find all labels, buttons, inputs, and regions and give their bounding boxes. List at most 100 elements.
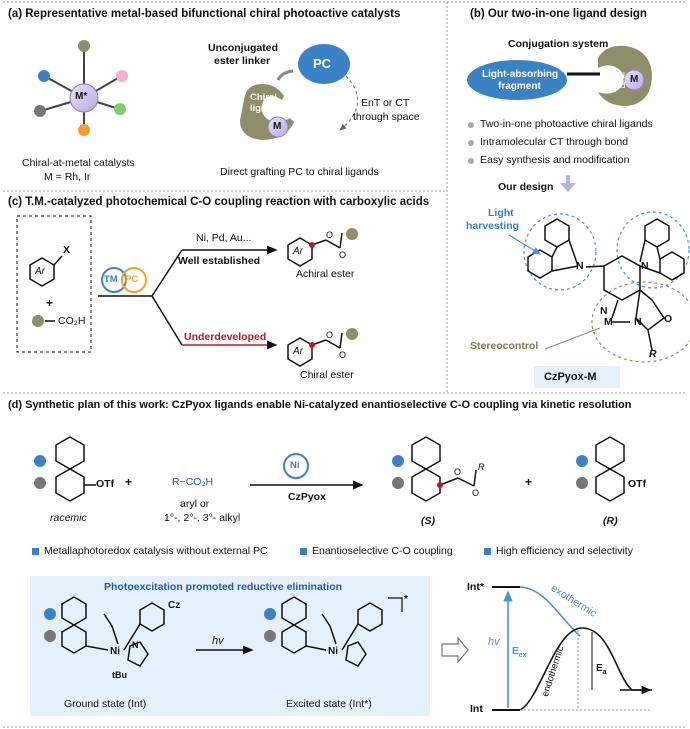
well-established-label: Well established [178, 255, 261, 267]
bullet-3: Easy synthesis and modification [480, 154, 630, 166]
product-r [595, 436, 625, 502]
pyridine-n: N [600, 305, 608, 317]
our-design-label: Our design [498, 181, 554, 193]
ground-cz-label: Cz [168, 600, 181, 611]
ligand-pink [116, 70, 128, 82]
halide-x: X [63, 244, 71, 256]
s-product-label: (S) [421, 515, 435, 527]
panel-c-title: (c) T.M.-catalyzed photochemical C-O cou… [8, 196, 430, 208]
ea-subscript: a [602, 669, 607, 676]
tbu-label: tBu [112, 670, 127, 680]
ground-ni-label: Ni [110, 646, 120, 657]
ligand-blue [38, 70, 50, 82]
ligand-metal: M [604, 316, 613, 328]
plus-d2: + [525, 475, 533, 489]
czpyox-cat-label: CzPyox [288, 491, 326, 503]
bullet-1: Two-in-one photoactive chiral ligands [480, 118, 653, 130]
metal-m-b [623, 69, 645, 91]
s-product-o2: O [472, 488, 480, 498]
octahedral-complex [34, 40, 128, 136]
pc-chiral-cartoon [240, 44, 359, 140]
s-product-o: O [454, 467, 462, 477]
r-otf-label: OTf [628, 478, 647, 490]
excited-state-complex [281, 596, 403, 667]
alkyl-label: 1°-, 2°-, 3°- alkyl [164, 512, 241, 524]
metal-label: M [273, 121, 282, 132]
product-s [411, 436, 477, 502]
laf-label-2: fragment [498, 81, 541, 92]
aryl-ar: Ar [35, 266, 45, 277]
chiral-o-ether: O [326, 330, 334, 340]
laf-label-1: Light-absorbing [482, 69, 559, 80]
feature-2: Enantioselective C-O coupling [312, 545, 453, 557]
oxazoline-o: O [664, 313, 673, 325]
pc-ellipse [298, 44, 350, 84]
complex-n-label: N [132, 640, 139, 650]
eex-e: E [512, 646, 519, 657]
acid-label: R−CO₂H [172, 476, 214, 488]
bullet-2: Intramolecular CT through bond [480, 136, 629, 148]
racemic-label: racemic [50, 512, 87, 524]
metal-b-label: M [630, 74, 639, 85]
catalysts-label: Ni, Pd, Au... [196, 232, 252, 244]
light-absorbing-fragment [467, 60, 567, 100]
linker-label-2: ester linker [214, 55, 271, 67]
pc-label: PC [313, 56, 332, 71]
int-label: Int [470, 703, 483, 715]
direct-grafting-caption: Direct grafting PC to chiral ligands [220, 166, 379, 178]
excited-ni-label: Ni [328, 646, 338, 657]
panel-borders [3, 1, 687, 728]
ent-label-2: through space [353, 111, 420, 123]
carboxylic-acid: CO₂H [58, 315, 86, 327]
czpyox-m-label: CzPyox-M [544, 371, 597, 383]
chiral-ligand-label-1: Chiral [250, 92, 277, 103]
ea-e: E [596, 663, 603, 674]
s-product-r: R [478, 462, 485, 472]
ligand-green [114, 103, 126, 115]
plus-d: + [125, 475, 133, 489]
ligand-bottom [78, 124, 90, 136]
pc-c-label: PC [125, 274, 139, 285]
chiral-b-label-1: Chiral [604, 71, 625, 80]
hv-label: hv [212, 635, 224, 647]
chiral-ar: Ar [293, 346, 303, 357]
stereocontrol-label: Stereocontrol [470, 340, 539, 352]
light-harvesting-1: Light [488, 207, 514, 219]
achiral-ar: Ar [293, 246, 303, 257]
energy-diagram [492, 586, 652, 711]
plus-c: + [46, 296, 54, 310]
otf-label: OTf [96, 478, 115, 490]
metal-center-label: M* [75, 91, 88, 102]
czpyox-label-box [534, 366, 620, 388]
aryl-or-label: aryl or [180, 498, 210, 510]
chiral-ligand-label-2: ligand [250, 103, 278, 114]
photoexcitation-box [30, 576, 430, 716]
eex-subscript: ex [518, 652, 527, 659]
carbazole-n-left: N [576, 260, 584, 272]
int-star-label: Int* [467, 581, 484, 593]
chiral-ester-label: Chiral ester [300, 369, 354, 381]
achiral-o-carbonyl: O [339, 250, 347, 260]
conjugation-label: Conjugation system [508, 38, 609, 50]
panel-c-graphics [16, 215, 358, 367]
down-arrow [560, 175, 576, 192]
ni-cat-label: Ni [290, 460, 300, 471]
biaryl-triflate [55, 436, 96, 502]
oxazoline-n: N [634, 316, 642, 328]
carbazole-n-right: N [641, 260, 649, 272]
achiral-ester-label: Achiral ester [296, 268, 355, 280]
ground-state-complex [61, 596, 165, 667]
photoexcitation-title: Photoexcitation promoted reductive elimi… [104, 581, 343, 593]
reaction-arrow-d [250, 453, 364, 490]
underdeveloped-label: Underdeveloped [184, 331, 267, 343]
chiral-b-label-2: ligand [604, 81, 626, 90]
ent-label-1: EnT or CT [361, 97, 410, 109]
eex-label: Eex [512, 646, 526, 659]
metal-m [267, 116, 289, 138]
implies-arrow [441, 636, 469, 664]
chiral-o-carbonyl: O [339, 350, 347, 360]
ligand-design-cartoon [467, 45, 652, 192]
tm-label: TM [104, 274, 118, 285]
